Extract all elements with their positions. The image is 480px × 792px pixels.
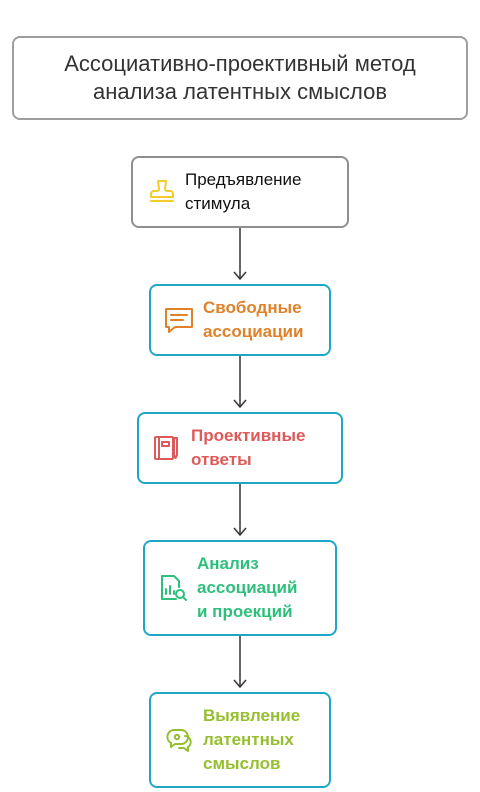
node-latent-meanings-line-3: смыслов bbox=[203, 754, 281, 773]
node-latent-meanings-line-2: латентных bbox=[203, 730, 294, 749]
title-line-1: Ассоциативно-проективный метод bbox=[64, 51, 416, 76]
arrowhead-4 bbox=[233, 679, 247, 689]
node-stimulus-line-1: Предъявление bbox=[185, 170, 302, 189]
node-latent-meanings: Выявление латентных смыслов bbox=[149, 692, 331, 788]
node-stimulus: Предъявление стимула bbox=[131, 156, 349, 228]
stamp-icon bbox=[147, 177, 177, 207]
node-projective-answers-line-2: ответы bbox=[191, 450, 252, 469]
chat-bubbles-icon bbox=[163, 724, 195, 756]
node-analysis-line-2: ассоциаций bbox=[197, 578, 298, 597]
comment-icon bbox=[163, 305, 195, 335]
notebook-pencil-icon bbox=[151, 432, 183, 464]
node-free-associations-line-1: Свободные bbox=[203, 298, 302, 317]
node-projective-answers: Проективные ответы bbox=[137, 412, 343, 484]
node-analysis-line-3: и проекций bbox=[197, 602, 293, 621]
node-analysis: Анализ ассоциаций и проекций bbox=[143, 540, 337, 636]
node-analysis-line-1: Анализ bbox=[197, 554, 259, 573]
node-stimulus-line-2: стимула bbox=[185, 194, 251, 213]
diagram-title: Ассоциативно-проективный метод анализа л… bbox=[12, 36, 468, 120]
node-projective-answers-line-1: Проективные bbox=[191, 426, 306, 445]
arrowhead-2 bbox=[233, 399, 247, 409]
title-line-2: анализа латентных смыслов bbox=[92, 79, 388, 104]
arrowhead-3 bbox=[233, 527, 247, 537]
arrowhead-1 bbox=[233, 271, 247, 281]
report-search-icon bbox=[157, 572, 189, 604]
node-free-associations-line-2: ассоциации bbox=[203, 322, 304, 341]
node-free-associations: Свободные ассоциации bbox=[149, 284, 331, 356]
node-latent-meanings-line-1: Выявление bbox=[203, 706, 301, 725]
